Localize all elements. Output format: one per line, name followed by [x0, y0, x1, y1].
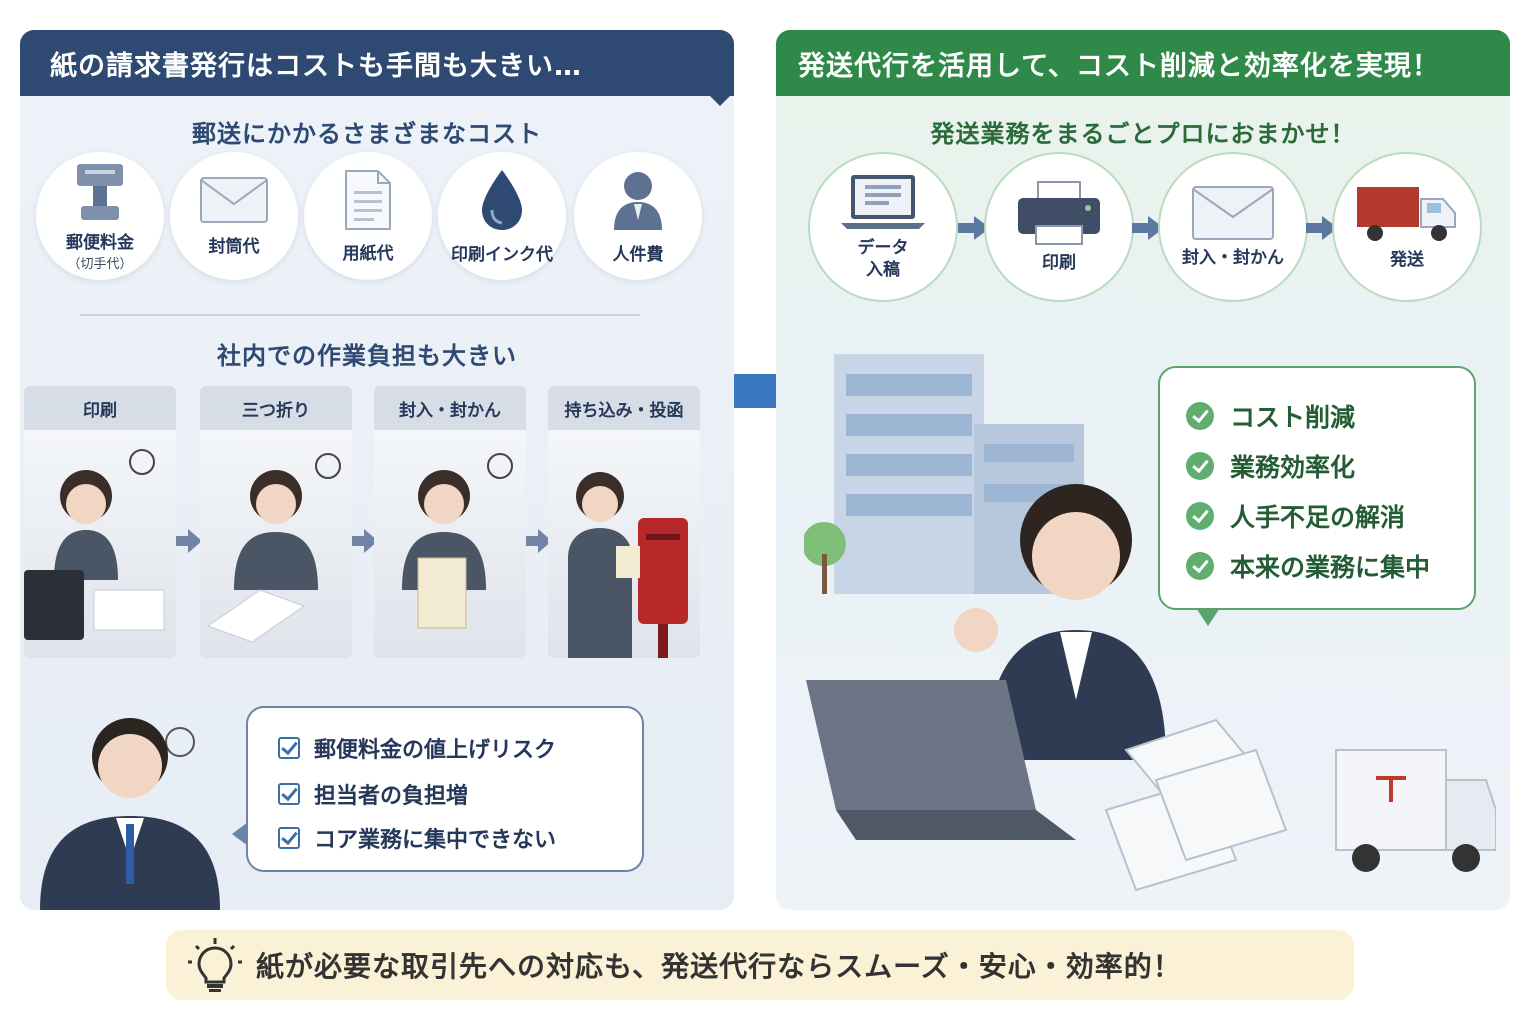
worried-businessman-illustration [40, 718, 220, 910]
problem-panel: 紙の請求書発行はコストも手間も大きい… 郵送にかかるさまざまなコスト 郵便料金 … [20, 30, 734, 910]
flow-step-enclose: 封入・封かん [1158, 152, 1308, 302]
flow-label: 印刷 [1042, 252, 1076, 273]
check-circle-icon [1186, 502, 1214, 530]
step-illustration [24, 430, 176, 658]
check-circle-icon [1186, 552, 1214, 580]
checkbox-icon [278, 783, 300, 805]
cost-sub-label: （切手代） [67, 257, 133, 272]
footer-text: 紙が必要な取引先への対応も、発送代行ならスムーズ・安心・効率的！ [256, 950, 1182, 983]
step-illustration [548, 430, 700, 658]
checkbox-icon [278, 827, 300, 849]
cost-labor: 人件費 [574, 152, 702, 280]
step-enclose: 封入・封かん [374, 386, 526, 658]
bubble-tail [1196, 608, 1220, 626]
step-label: 持ち込み・投函 [548, 386, 700, 430]
worker-folding-illustration [206, 453, 341, 643]
cost-ink: 印刷インク代 [438, 152, 566, 280]
solution-panel: 発送代行を活用して、コスト削減と効率化を実現！ 発送業務をまるごとプロにおまかせ… [776, 30, 1510, 910]
work-heading: 社内での作業負担も大きい [217, 342, 517, 370]
flow-step-ship: 発送 [1332, 152, 1482, 302]
cost-label: 人件費 [612, 244, 664, 265]
concern-item: 担当者の負担増 [278, 778, 468, 810]
arrow-right-icon [958, 216, 990, 240]
ink-drop-icon [482, 169, 522, 230]
banner-tip [710, 96, 730, 106]
worker-sealing-illustration [402, 453, 513, 629]
benefit-item: 人手不足の解消 [1186, 498, 1405, 534]
stamp-icon [77, 164, 123, 220]
happy-businesswoman-illustration [954, 484, 1166, 760]
cost-label: 印刷インク代 [451, 244, 553, 265]
worker-mailbox-illustration [568, 472, 688, 658]
footer-message: 紙が必要な取引先への対応も、発送代行ならスムーズ・安心・効率的！ [166, 930, 1354, 1000]
envelope-icon [1192, 185, 1274, 240]
benefit-item: コスト削減 [1186, 398, 1355, 434]
flow-label: 封入・封かん [1182, 247, 1284, 268]
flow-step-data: データ 入稿 [808, 152, 958, 302]
step-illustration [200, 430, 352, 658]
cost-envelope: 封筒代 [170, 152, 298, 280]
concern-item: コア業務に集中できない [278, 822, 556, 854]
cost-label: 封筒代 [208, 236, 260, 257]
truck-icon [1357, 186, 1456, 241]
arrow-right-icon [1306, 216, 1338, 240]
cost-paper: 用紙代 [304, 152, 432, 280]
divider [80, 314, 640, 316]
step-label: 三つ折り [200, 386, 352, 430]
checkbox-icon [278, 737, 300, 759]
problem-banner: 紙の請求書発行はコストも手間も大きい… [20, 30, 734, 96]
arrow-right-icon [188, 529, 202, 553]
step-print: 印刷 [24, 386, 176, 658]
flow-label: データ 入稿 [857, 237, 909, 280]
lightbulb-icon [188, 938, 242, 992]
cost-postage: 郵便料金 （切手代） [36, 152, 164, 280]
worker-printing-illustration [24, 449, 165, 640]
check-circle-icon [1186, 402, 1214, 430]
solution-banner: 発送代行を活用して、コスト削減と効率化を実現！ [776, 30, 1510, 96]
cost-label: 郵便料金 [66, 233, 134, 253]
printer-icon [1018, 180, 1100, 245]
step-fold: 三つ折り [200, 386, 352, 658]
cost-label: 用紙代 [342, 243, 394, 264]
step-label: 印刷 [24, 386, 176, 430]
laptop-icon [841, 174, 925, 229]
concern-item: 郵便料金の値上げリスク [278, 732, 556, 764]
concern-bubble: 郵便料金の値上げリスク 担当者の負担増 コア業務に集中できない [246, 706, 644, 872]
benefit-item: 本来の業務に集中 [1186, 548, 1430, 584]
cost-heading: 郵送にかかるさまざまなコスト [192, 120, 542, 148]
flow-heading: 発送業務をまるごとプロにおまかせ！ [930, 120, 1356, 148]
arrow-right-icon [1132, 216, 1164, 240]
step-illustration [374, 430, 526, 658]
flow-step-print: 印刷 [984, 152, 1134, 302]
benefit-item: 業務効率化 [1186, 448, 1355, 484]
envelope-icon [200, 176, 268, 223]
step-label: 封入・封かん [374, 386, 526, 430]
check-circle-icon [1186, 452, 1214, 480]
benefits-bubble: コスト削減 業務効率化 人手不足の解消 本来の業務に集中 [1158, 366, 1476, 610]
flow-label: 発送 [1390, 249, 1424, 270]
bubble-tail [232, 822, 248, 846]
person-icon [614, 171, 662, 230]
step-post: 持ち込み・投函 [548, 386, 700, 658]
paper-icon [345, 169, 391, 230]
desk-laptop-envelopes-illustration [806, 680, 1496, 892]
